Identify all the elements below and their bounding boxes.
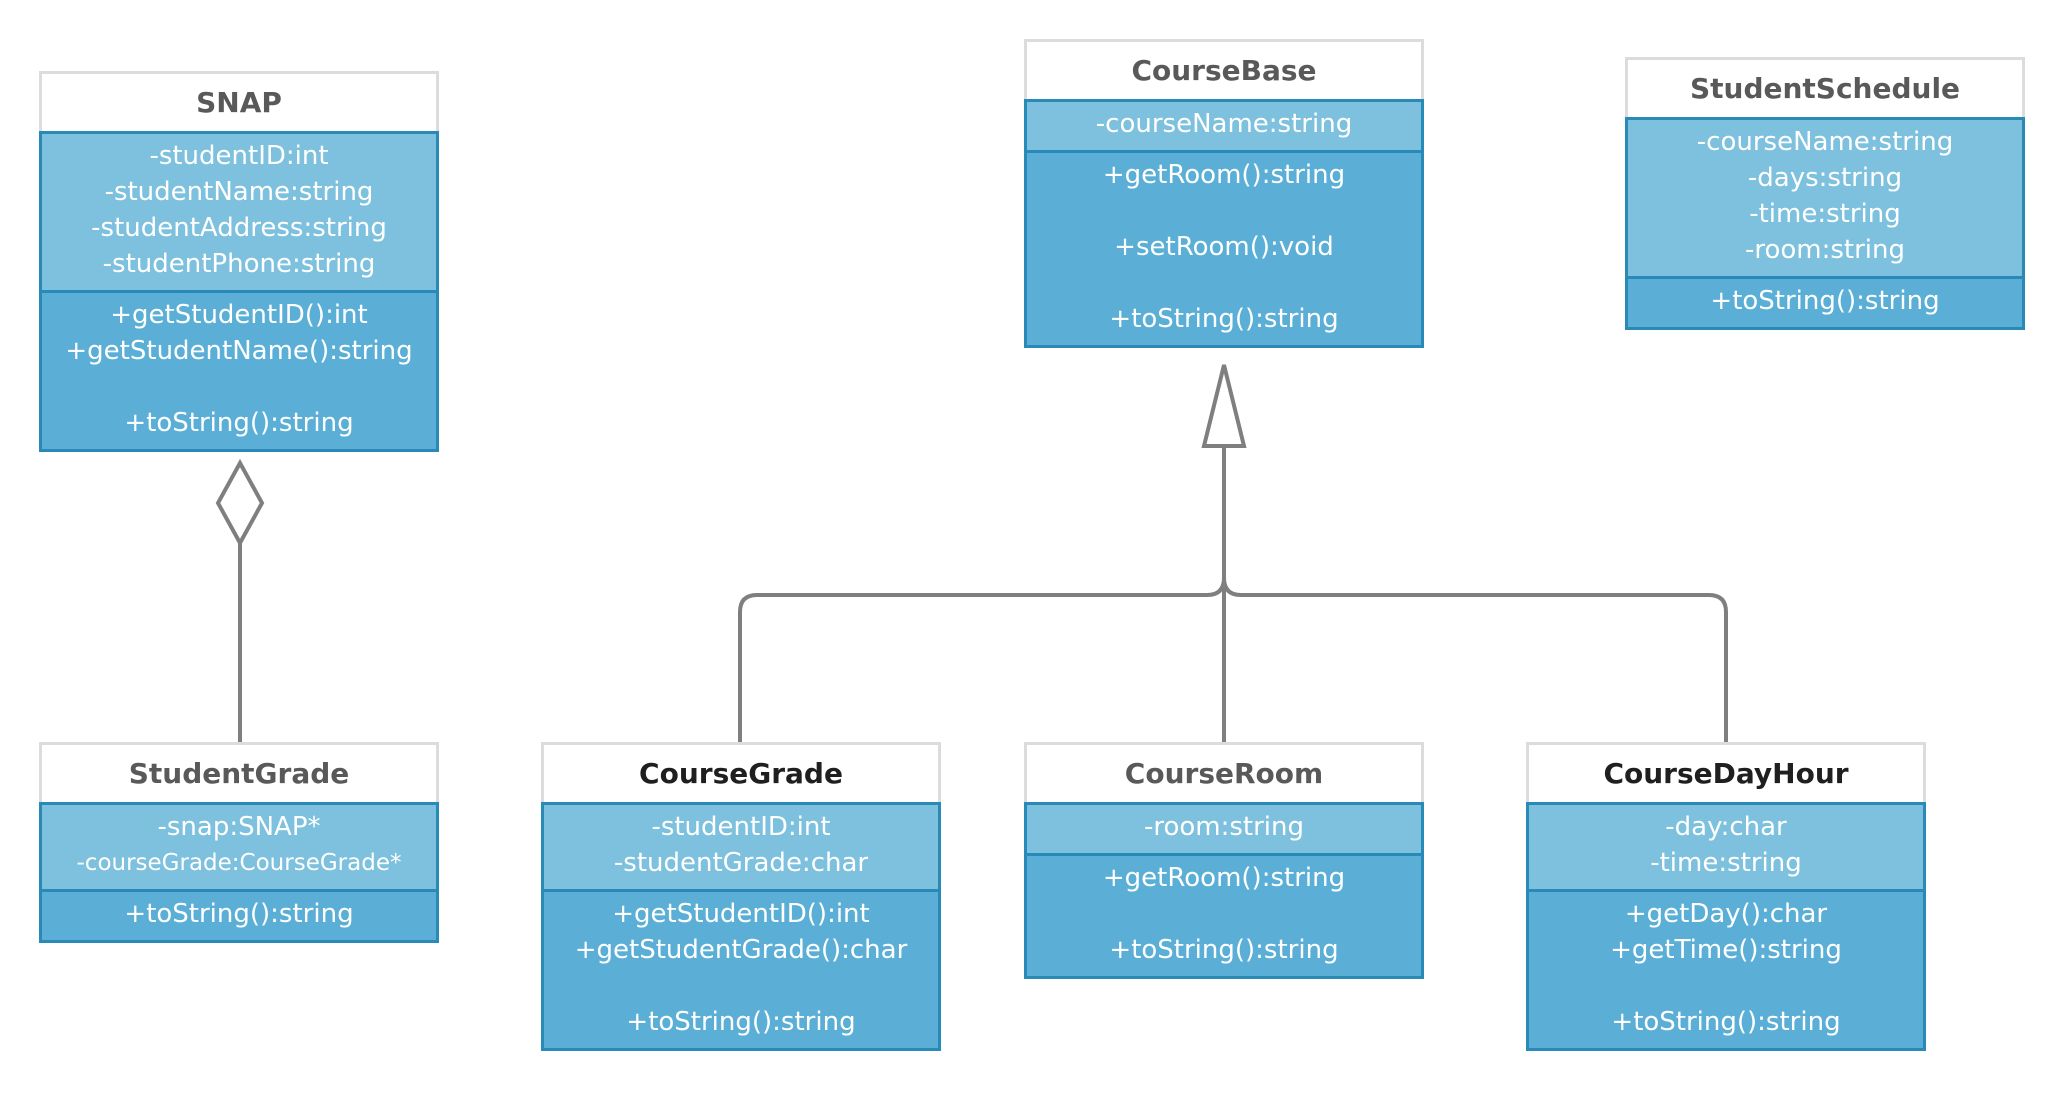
class-snap-name: SNAP <box>39 71 439 131</box>
method: +getDay():char <box>1624 899 1828 929</box>
attribute: -day:char <box>1665 812 1787 842</box>
class-coursedayhour-methods: +getDay():char +getTime():string +toStri… <box>1529 892 1923 1048</box>
class-coursegrade-attributes: -studentID:int -studentGrade:char <box>544 802 938 892</box>
method-spacer <box>544 968 938 1004</box>
aggregation-diamond <box>215 458 265 548</box>
class-coursedayhour-attributes: -day:char -time:string <box>1529 802 1923 892</box>
attribute: -studentID:int <box>149 141 329 171</box>
class-studentgrade-name: StudentGrade <box>39 742 439 802</box>
method: +toString():string <box>124 408 354 438</box>
method-spacer <box>1027 896 1421 932</box>
attribute: -time:string <box>1749 199 1901 229</box>
class-coursegrade-methods: +getStudentID():int +getStudentGrade():c… <box>544 892 938 1048</box>
method: +getStudentID():int <box>612 899 870 929</box>
class-courseroom-name: CourseRoom <box>1024 742 1424 802</box>
class-coursebase[interactable]: CourseBase -courseName:string +getRoom()… <box>1024 39 1424 348</box>
attribute: -room:string <box>1744 235 1906 265</box>
class-coursegrade[interactable]: CourseGrade -studentID:int -studentGrade… <box>541 742 941 1051</box>
class-coursebase-methods: +getRoom():string +setRoom():void +toStr… <box>1027 153 1421 345</box>
class-courseroom-attributes: -room:string <box>1027 802 1421 856</box>
class-studentschedule-name: StudentSchedule <box>1625 57 2025 117</box>
generalization-triangle <box>1201 364 1247 448</box>
class-courseroom[interactable]: CourseRoom -room:string +getRoom():strin… <box>1024 742 1424 979</box>
method: +toString():string <box>1710 286 1940 316</box>
attribute: -time:string <box>1650 848 1802 878</box>
class-snap[interactable]: SNAP -studentID:int -studentName:string … <box>39 71 439 452</box>
method: +getTime():string <box>1610 935 1842 965</box>
method: +toString():string <box>124 899 354 929</box>
class-studentgrade-methods: +toString():string <box>42 892 436 940</box>
class-studentschedule-attributes: -courseName:string -days:string -time:st… <box>1628 117 2022 279</box>
class-coursedayhour[interactable]: CourseDayHour -day:char -time:string +ge… <box>1526 742 1926 1051</box>
attribute: -courseGrade:CourseGrade* <box>76 850 402 876</box>
class-studentgrade-attributes: -snap:SNAP* -courseGrade:CourseGrade* <box>42 802 436 892</box>
method: +getRoom():string <box>1102 160 1346 190</box>
method: +setRoom():void <box>1114 232 1334 262</box>
class-courseroom-methods: +getRoom():string +toString():string <box>1027 856 1421 976</box>
method: +getStudentID():int <box>110 300 368 330</box>
method-spacer <box>1529 968 1923 1004</box>
class-studentschedule-methods: +toString():string <box>1628 279 2022 327</box>
attribute: -studentPhone:string <box>102 249 376 279</box>
aggregation-connector-snap-studentgrade <box>215 458 265 742</box>
class-snap-methods: +getStudentID():int +getStudentName():st… <box>42 293 436 449</box>
method: +getStudentName():string <box>65 336 413 366</box>
attribute: -room:string <box>1143 812 1305 842</box>
attribute: -courseName:string <box>1696 127 1954 157</box>
attribute: -days:string <box>1747 163 1903 193</box>
attribute: -studentGrade:char <box>613 848 869 878</box>
class-coursedayhour-name: CourseDayHour <box>1526 742 1926 802</box>
method-spacer <box>1027 193 1421 229</box>
method: +toString():string <box>1109 304 1339 334</box>
class-coursebase-name: CourseBase <box>1024 39 1424 99</box>
method-spacer <box>1027 265 1421 301</box>
attribute: -studentName:string <box>104 177 374 207</box>
class-coursebase-attributes: -courseName:string <box>1027 99 1421 153</box>
class-snap-attributes: -studentID:int -studentName:string -stud… <box>42 131 436 293</box>
attribute: -studentAddress:string <box>91 213 387 243</box>
attribute: -snap:SNAP* <box>157 812 321 842</box>
method: +toString():string <box>1109 935 1339 965</box>
attribute: -studentID:int <box>651 812 831 842</box>
class-studentschedule[interactable]: StudentSchedule -courseName:string -days… <box>1625 57 2025 330</box>
method-spacer <box>42 369 436 405</box>
generalization-connectors-coursebase <box>738 364 1728 742</box>
attribute: -courseName:string <box>1095 109 1353 139</box>
method: +getStudentGrade():char <box>574 935 908 965</box>
method: +getRoom():string <box>1102 863 1346 893</box>
method: +toString():string <box>1611 1007 1841 1037</box>
class-coursegrade-name: CourseGrade <box>541 742 941 802</box>
method: +toString():string <box>626 1007 856 1037</box>
class-studentgrade[interactable]: StudentGrade -snap:SNAP* -courseGrade:Co… <box>39 742 439 943</box>
